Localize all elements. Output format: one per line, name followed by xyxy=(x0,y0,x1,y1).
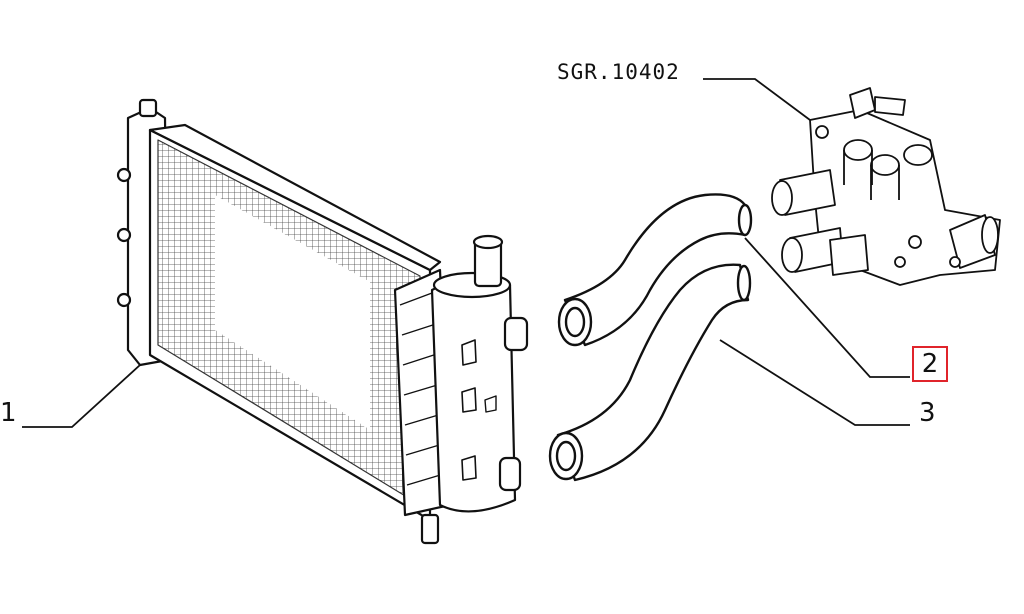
leader-1 xyxy=(22,364,141,428)
lower-hose xyxy=(548,263,752,482)
radiator xyxy=(116,98,529,545)
leader-2 xyxy=(744,237,910,378)
callout-2-label-highlighted[interactable]: 2 xyxy=(912,346,948,382)
callout-1-label[interactable]: 1 xyxy=(0,398,17,428)
leader-3 xyxy=(719,339,910,426)
leader-ref xyxy=(703,78,811,121)
thermostat-housing xyxy=(771,87,1001,286)
upper-hose xyxy=(557,193,753,347)
leader-lines xyxy=(22,78,910,428)
callout-3-label[interactable]: 3 xyxy=(919,398,936,428)
reference-code-label: SGR.10402 xyxy=(557,60,680,84)
